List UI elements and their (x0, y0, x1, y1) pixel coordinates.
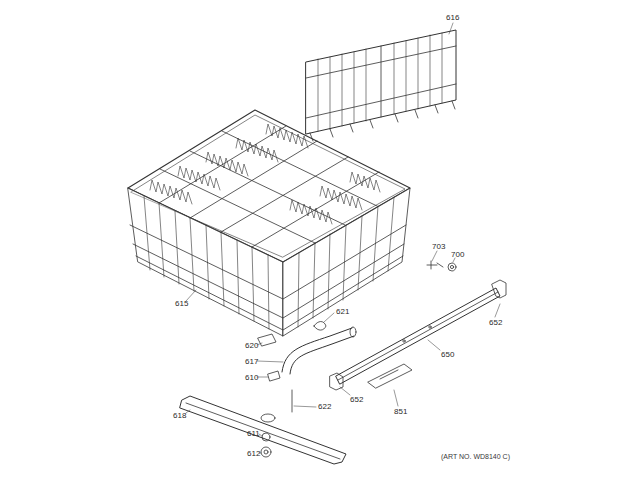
feed-tube (258, 322, 356, 382)
spray-arm (180, 390, 346, 464)
rack-basket (128, 110, 410, 336)
callout-number: 618 (173, 411, 186, 420)
rack-rail (330, 280, 506, 390)
callout-number: 612 (247, 449, 260, 458)
callout-number: 622 (318, 402, 331, 411)
leader-lines (186, 23, 500, 453)
callout-number: 616 (446, 13, 459, 22)
stop-clip (368, 364, 412, 388)
callout-number: 650 (441, 350, 454, 359)
screw-and-nut (427, 261, 456, 271)
callout-number: 700 (451, 250, 464, 259)
callout-number: 610 (245, 373, 258, 382)
callout-number: 851 (394, 407, 407, 416)
callout-number: 617 (245, 357, 258, 366)
callout-number: 615 (175, 299, 188, 308)
callout-number: 703 (432, 242, 445, 251)
callout-number: 621 (336, 307, 349, 316)
callout-number: 652 (489, 318, 502, 327)
cup-shelf (306, 30, 456, 141)
callout-number: 652 (350, 395, 363, 404)
callout-number: 620 (245, 341, 258, 350)
art-number: (ART NO. WD8140 C) (441, 452, 510, 461)
callout-number: 611 (247, 429, 260, 438)
